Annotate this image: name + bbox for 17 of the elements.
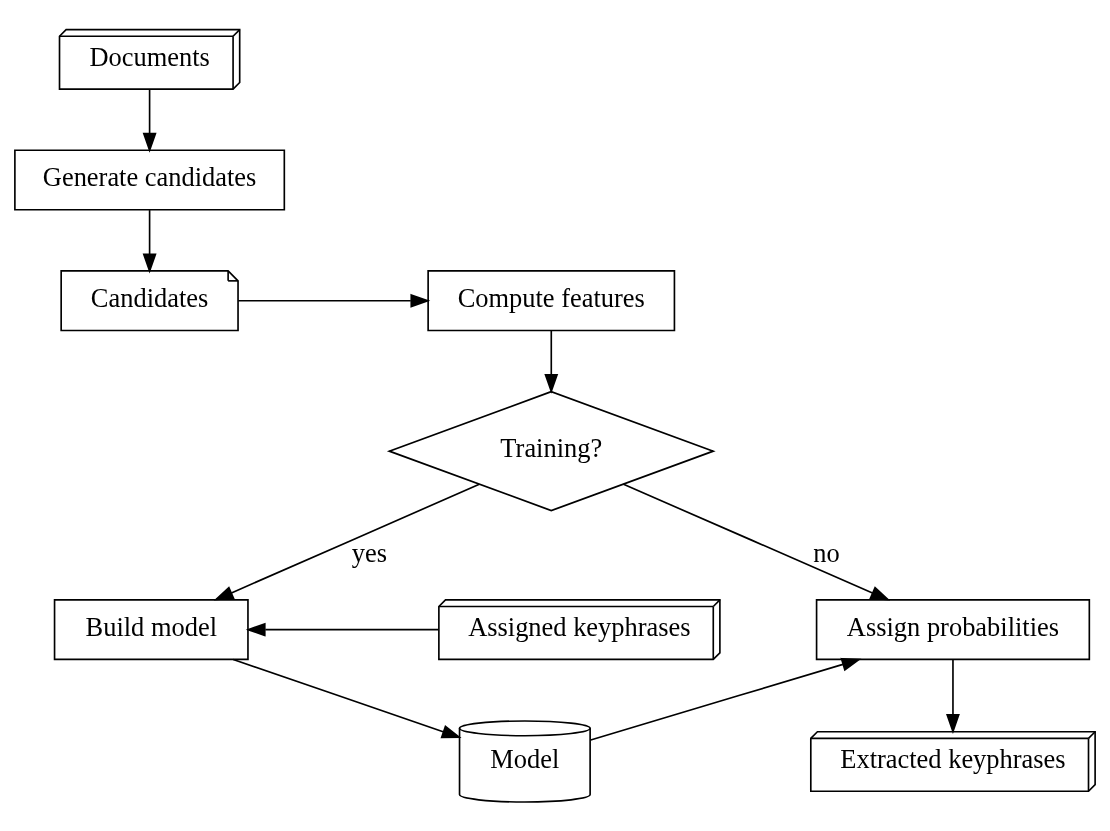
- arrow: [622, 482, 891, 601]
- node-diamond: Training?: [386, 390, 716, 511]
- node-box: Build model: [53, 598, 249, 660]
- arrow: [589, 657, 862, 741]
- node-box: Assign probabilities: [815, 598, 1091, 660]
- arrow: [213, 482, 481, 601]
- arrow: [142, 208, 157, 273]
- edge-label: yes: [351, 537, 388, 568]
- arrow: [946, 658, 960, 734]
- node-box: Compute features: [427, 269, 676, 331]
- arrow: [544, 329, 559, 394]
- arrow: [245, 622, 440, 637]
- arrow: [232, 658, 462, 738]
- arrow: [237, 293, 431, 308]
- edge-label: no: [813, 537, 840, 568]
- node-box: Generate candidates: [14, 148, 286, 211]
- arrow: [142, 88, 157, 153]
